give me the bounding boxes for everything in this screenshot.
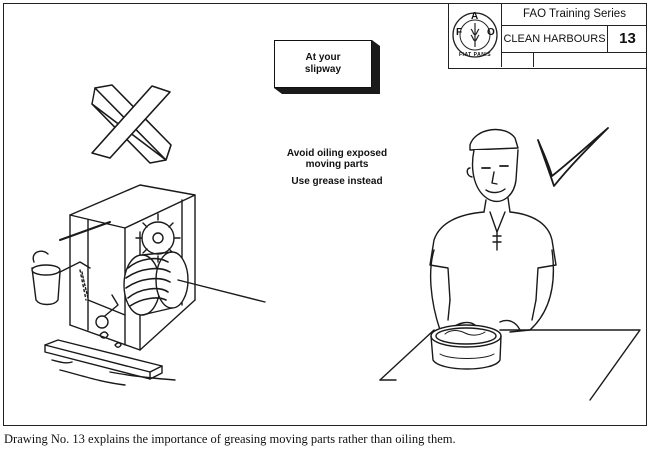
- figure-caption: Drawing No. 13 explains the importance o…: [4, 432, 456, 446]
- advice-line-2: moving parts: [305, 159, 369, 170]
- grease-tin: [430, 324, 502, 370]
- series-header: F A O FIAT PANIS FAO Training Series CLE…: [448, 3, 647, 69]
- winch-machine: [44, 184, 266, 386]
- slipway-sign: At your slipway: [274, 40, 372, 88]
- oil-can: [31, 250, 91, 306]
- sign-line-2: slipway: [304, 64, 342, 75]
- logo-letter-a: A: [471, 11, 479, 22]
- man-figure: [429, 128, 557, 333]
- logo-letter-f: F: [456, 27, 463, 38]
- fao-emblem-icon: [452, 12, 498, 58]
- fao-logo: F A O FIAT PANIS: [449, 3, 502, 67]
- logo-letter-o: O: [487, 27, 495, 38]
- drawing-number: 13: [608, 25, 647, 53]
- table: [379, 329, 641, 401]
- advice-message: Avoid oiling exposed moving parts Use gr…: [262, 148, 412, 187]
- advice-line-3: Use grease instead: [291, 176, 383, 187]
- sign-line-1: At your: [305, 52, 341, 63]
- check-mark-icon: [537, 127, 609, 187]
- logo-motto: FIAT PANIS: [459, 52, 492, 58]
- wrong-cross-icon: [91, 84, 172, 164]
- advice-line-1: Avoid oiling exposed: [286, 148, 388, 159]
- series-title: FAO Training Series: [502, 3, 647, 26]
- module-title: CLEAN HARBOURS: [502, 25, 608, 53]
- header-cell-blank: [502, 53, 534, 67]
